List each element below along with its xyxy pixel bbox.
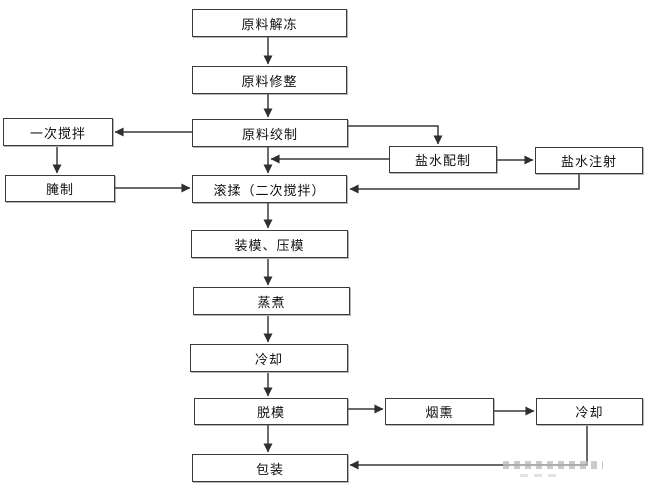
- edge-mince-brineprep: [348, 125, 443, 145]
- node-smoke: 烟熏: [385, 398, 494, 425]
- node-cook: 蒸煮: [193, 287, 350, 315]
- node-cure: 腌制: [5, 175, 115, 202]
- node-brine-inject: 盐水注射: [535, 147, 643, 174]
- node-mince: 原料绞制: [192, 119, 348, 147]
- node-tumble: 滚揉（二次搅拌）: [192, 175, 347, 203]
- node-demold: 脱模: [194, 398, 348, 425]
- node-first-stir: 一次搅拌: [3, 118, 113, 146]
- node-brine-prep: 盐水配制: [389, 146, 497, 173]
- node-mold-press: 装模、压模: [191, 230, 348, 258]
- node-cool-1: 冷却: [190, 344, 348, 372]
- node-cool-2: 冷却: [536, 398, 643, 425]
- node-pack: 包装: [192, 454, 348, 482]
- node-thaw: 原料解冻: [192, 9, 347, 37]
- edge-inject-tumble: [349, 174, 580, 194]
- node-trim: 原料修整: [192, 66, 347, 94]
- edge-cool2-pack: [349, 426, 588, 470]
